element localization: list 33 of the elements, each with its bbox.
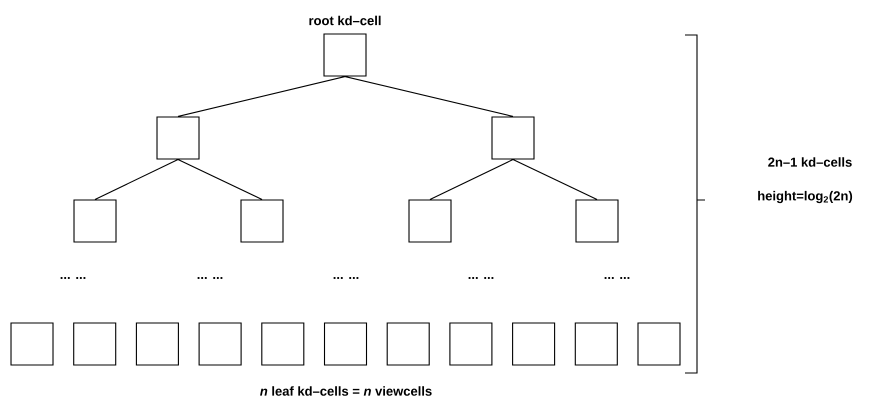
box-node (73, 199, 117, 243)
box-node (408, 199, 452, 243)
box-node (449, 322, 492, 366)
box-node (198, 322, 242, 366)
box-node (512, 322, 556, 366)
box-node (491, 116, 535, 160)
ellipsis-text: ... ... (60, 277, 86, 279)
caption-text: n leaf kd–cells = n viewcells (260, 386, 432, 396)
box-node (240, 199, 284, 243)
box-node (324, 322, 368, 366)
box-node (10, 322, 54, 366)
box-node (323, 33, 367, 77)
box-node (261, 322, 304, 366)
ellipsis-text: ... ... (604, 277, 630, 279)
box-node (156, 116, 200, 160)
node-label: root kd–cell (309, 16, 381, 26)
box-node (73, 322, 116, 366)
annotation-text: 2n–1 kd–cells (768, 157, 852, 167)
box-node (575, 199, 619, 243)
tree-edge (178, 76, 346, 117)
ellipsis-text: ... ... (334, 277, 358, 279)
box-node (574, 322, 618, 366)
ellipsis-text: ... ... (198, 277, 222, 279)
box-node (136, 322, 179, 366)
tree-edge (512, 159, 598, 200)
annotation-text: height=log$_{2}$(2n) (758, 190, 852, 204)
tree-edge (94, 159, 178, 200)
box-node (386, 322, 430, 366)
tree-edge (344, 76, 514, 117)
ellipsis-text: ... ... (468, 277, 494, 279)
tree-edge (178, 159, 262, 200)
tree-edge (430, 159, 514, 200)
box-node (637, 322, 681, 366)
